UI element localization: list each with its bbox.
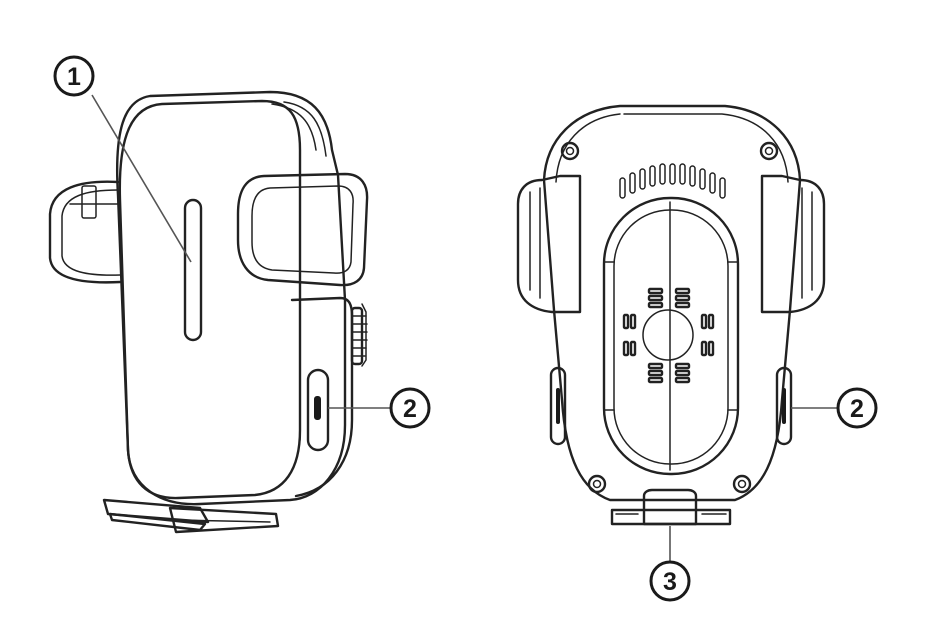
back-oval-plate — [602, 196, 740, 476]
right-side-arm — [760, 174, 826, 314]
mount-back-view — [516, 104, 826, 526]
vent-clip — [48, 180, 122, 284]
callout-2-left: 2 — [389, 387, 431, 429]
side-arm — [236, 172, 369, 287]
screw-top-right — [759, 141, 779, 161]
side-button — [306, 368, 330, 452]
mount-side-view — [48, 90, 369, 534]
right-side-button — [775, 366, 793, 446]
rotation-knob — [350, 303, 368, 367]
callout-3: 3 — [649, 560, 691, 602]
callout-3-label: 3 — [663, 568, 677, 596]
callout-1-label: 1 — [67, 63, 81, 91]
leader-line-1 — [91, 94, 192, 263]
front-plate — [118, 99, 302, 500]
callout-1: 1 — [53, 55, 95, 97]
cradle-shell — [115, 90, 347, 506]
bottom-latch — [610, 488, 732, 526]
grip-ring — [622, 287, 715, 384]
vent-slots — [619, 163, 726, 199]
callout-2-right-label: 2 — [850, 395, 864, 423]
indicator-strip — [183, 198, 203, 342]
screw-bottom-right — [732, 474, 752, 494]
bottom-feet — [102, 498, 280, 534]
screw-top-left — [560, 141, 580, 161]
left-side-arm — [516, 174, 582, 314]
callout-2-right: 2 — [836, 387, 878, 429]
back-body — [542, 104, 802, 502]
left-side-button — [549, 366, 567, 446]
callout-2-left-label: 2 — [403, 395, 417, 423]
screw-bottom-left — [587, 474, 607, 494]
